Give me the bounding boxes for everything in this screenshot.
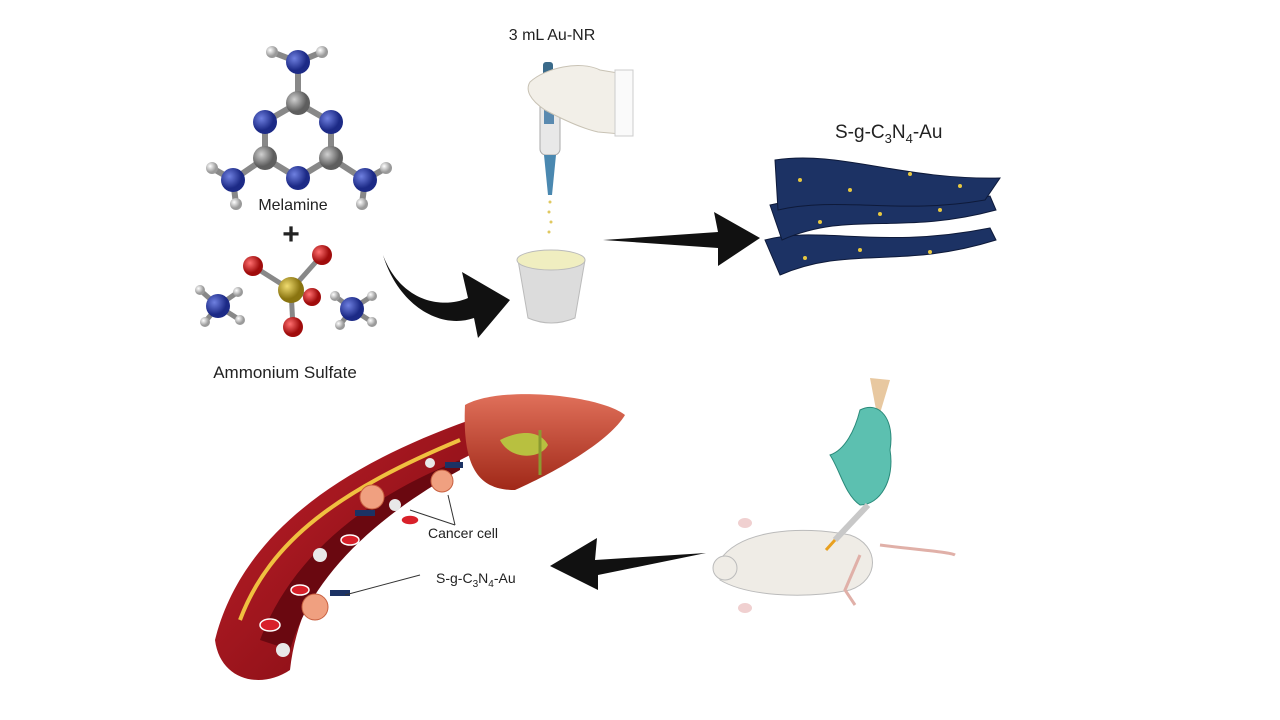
curved-arrow-icon <box>383 255 510 338</box>
ammonium-sulfate-molecule <box>195 245 377 337</box>
pipette-with-hand <box>527 62 634 234</box>
left-arrow-icon <box>550 538 706 590</box>
cancer-cell-label: Cancer cell <box>428 525 498 541</box>
ammonium-sulfate-label: Ammonium Sulfate <box>213 363 357 382</box>
plus-sign: + <box>282 218 300 251</box>
blood-vessel <box>215 420 470 680</box>
product-label: S-g-C3N4-Au <box>835 122 942 146</box>
reaction-cup <box>516 249 586 324</box>
liver <box>464 394 625 490</box>
nanosheet-stack <box>764 157 1001 276</box>
callout-lines <box>344 494 456 596</box>
pipette-volume-label: 3 mL Au-NR <box>509 27 596 44</box>
melamine-molecule <box>206 46 392 210</box>
melamine-label: Melamine <box>258 197 327 214</box>
mouse-injection <box>712 378 956 613</box>
vessel-product-label: S-g-C3N4-Au <box>436 570 516 590</box>
right-arrow-icon <box>603 212 760 266</box>
